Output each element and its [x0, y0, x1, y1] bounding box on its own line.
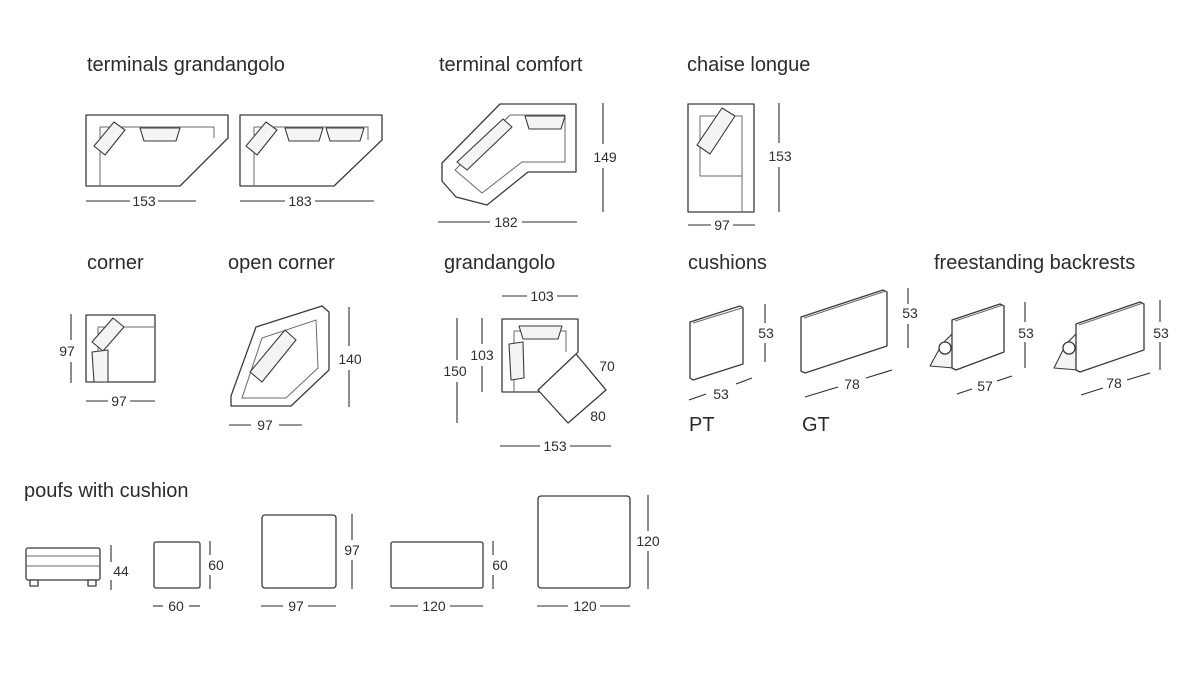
title-corner: corner — [87, 252, 144, 274]
dim-pouf5-height: 120 — [636, 533, 660, 549]
dim-ga-left-outer: 150 — [443, 363, 467, 379]
dim-cl-depth: 153 — [768, 148, 792, 164]
dim-oc-depth: 140 — [338, 351, 362, 367]
grandangolo-module: 103 150 103 70 80 153 — [443, 288, 615, 454]
dim-gt-height: 53 — [902, 305, 918, 321]
pouf-97x97: 97 97 — [261, 514, 360, 614]
dim-corner-width: 97 — [111, 393, 127, 409]
dim-fb1-width: 57 — [977, 378, 993, 394]
dim-ga-top: 103 — [530, 288, 554, 304]
pouf-60x60: 60 60 — [153, 541, 224, 614]
dim-ga-diag-a: 70 — [599, 358, 615, 374]
dim-gt-width: 78 — [844, 376, 860, 392]
dim-ga-diag-b: 80 — [590, 408, 606, 424]
dim-tg2-width: 183 — [288, 193, 312, 209]
freestanding-backrest-78: 53 78 — [1053, 300, 1169, 396]
terminal-comfort: 182 149 — [438, 103, 617, 230]
open-corner-module: 97 140 — [229, 305, 362, 433]
dim-pt-width: 53 — [713, 386, 729, 402]
title-poufs-with-cushion: poufs with cushion — [24, 480, 189, 502]
freestanding-backrest-57: 53 57 — [929, 302, 1034, 395]
pouf-120x120: 120 120 — [537, 495, 660, 614]
title-chaise-longue: chaise longue — [687, 54, 811, 76]
dim-ga-left-inner: 103 — [470, 347, 494, 363]
title-open-corner: open corner — [228, 252, 335, 274]
dim-fb2-height: 53 — [1153, 325, 1169, 341]
title-grandangolo: grandangolo — [444, 252, 556, 274]
cushion-gt: 53 78 — [800, 288, 918, 398]
dim-ga-bottom: 153 — [543, 438, 567, 454]
cushion-code-gt: GT — [802, 414, 830, 436]
dim-pouf3-height: 97 — [344, 542, 360, 558]
dim-pt-height: 53 — [758, 325, 774, 341]
corner-module: 97 97 — [59, 314, 156, 409]
title-terminals-grandangolo: terminals grandangolo — [87, 54, 285, 76]
dim-fb1-height: 53 — [1018, 325, 1034, 341]
dim-pouf2-height: 60 — [208, 557, 224, 573]
dim-tc-width: 182 — [494, 214, 518, 230]
cushion-pt: 53 53 — [688, 304, 774, 402]
pouf-side-view: 44 — [25, 545, 129, 590]
dim-tc-depth: 149 — [593, 149, 617, 165]
terminal-grandangolo-183: 183 — [239, 114, 383, 209]
chaise-longue: 97 153 — [687, 103, 792, 233]
dim-fb2-width: 78 — [1106, 375, 1122, 391]
cushion-code-pt: PT — [689, 414, 715, 436]
dim-pouf4-width: 120 — [422, 598, 446, 614]
dim-pouf1-height: 44 — [113, 563, 129, 579]
dim-pouf3-width: 97 — [288, 598, 304, 614]
pouf-120x60: 60 120 — [390, 541, 508, 614]
title-terminal-comfort: terminal comfort — [439, 54, 583, 76]
dim-oc-width: 97 — [257, 417, 273, 433]
dim-pouf5-width: 120 — [573, 598, 597, 614]
terminal-grandangolo-153: 153 — [85, 114, 229, 209]
dim-corner-depth: 97 — [59, 343, 75, 359]
dim-cl-width: 97 — [714, 217, 730, 233]
dim-pouf2-width: 60 — [168, 598, 184, 614]
dim-tg1-width: 153 — [132, 193, 156, 209]
title-cushions: cushions — [688, 252, 767, 274]
dim-pouf4-height: 60 — [492, 557, 508, 573]
title-freestanding-backrests: freestanding backrests — [934, 252, 1136, 274]
